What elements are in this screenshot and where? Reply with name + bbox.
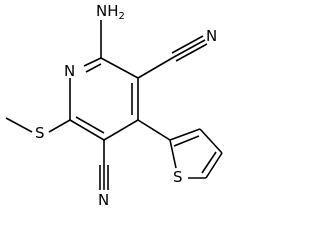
nitrile-bottom [99, 140, 109, 190]
bond-th-s-c2 [169, 139, 177, 169]
triple-bond-top-2 [171, 35, 204, 54]
nitrile-nitrogen-top-label: N [206, 27, 217, 45]
bond-c3-cn-top [137, 56, 175, 79]
bond-c5-c6 [69, 119, 105, 141]
nitrile-top [137, 35, 208, 79]
bond-n1-c2-inner [85, 63, 102, 73]
methylthio-group [5, 117, 71, 133]
bond-s-methyl [5, 117, 33, 133]
bond-th-c2-c3 [169, 128, 201, 141]
amino-nitrogen-text: NH [96, 2, 119, 20]
bond-c2-c3 [100, 57, 139, 79]
amino-subscript-text: 2 [119, 11, 125, 22]
amino-label: NH2 [96, 2, 125, 22]
bond-c6-s [48, 119, 71, 133]
pyridine-ring [69, 57, 139, 141]
thioether-sulfur-label: S [35, 124, 45, 142]
molecule-structure: NH2 N N N S S [5, 2, 223, 209]
thiophene-ring [137, 119, 223, 179]
bond-c5-c6-inner [75, 116, 105, 134]
bond-c4-c5 [103, 119, 139, 141]
bond-th-c4-c5 [205, 152, 223, 179]
bond-th-c2-c3-inner [173, 135, 200, 147]
bond-th-c4-c5-inner [201, 151, 217, 174]
bond-n1-c2 [83, 57, 102, 67]
ring-nitrogen-label: N [64, 62, 75, 80]
triple-bond-top-1 [173, 39, 206, 58]
nitrile-nitrogen-bottom-label: N [98, 191, 109, 209]
bond-c4-thiophene [137, 119, 171, 141]
triple-bond-top-3 [175, 43, 208, 62]
thiophene-sulfur-label: S [173, 168, 183, 186]
bond-th-c3-c4 [199, 128, 223, 154]
